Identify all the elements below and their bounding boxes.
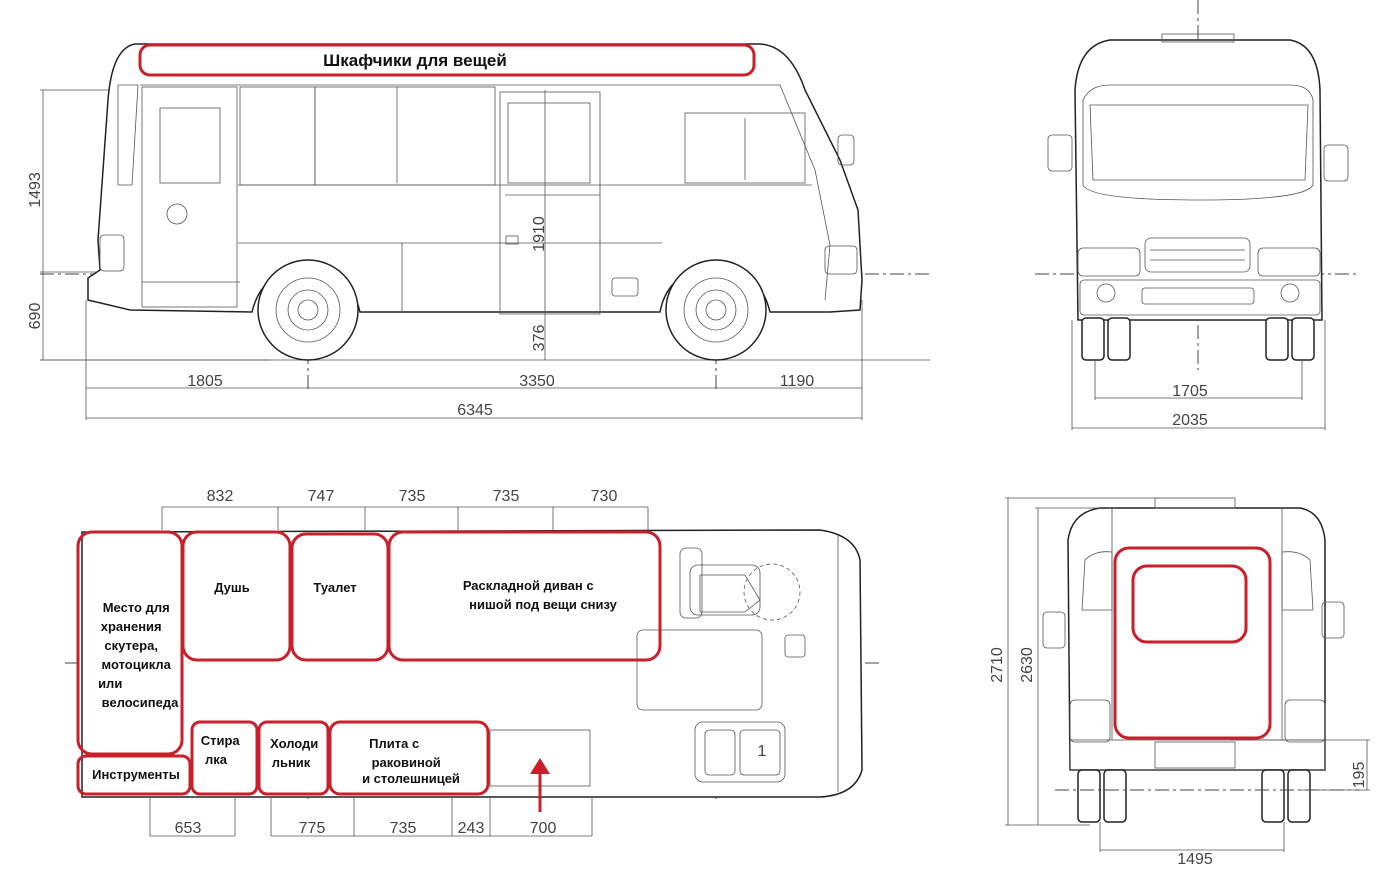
zone-fridge-label: Холоди льник: [270, 736, 322, 770]
dim-height-base: 690: [27, 303, 44, 330]
side-view: Шкафчики для вещей 1493 690 1910 376 180…: [27, 43, 930, 420]
dim-height-body: 1493: [27, 172, 44, 208]
zone-tools: [76, 754, 192, 796]
dim-bottom-4: 243: [458, 820, 485, 837]
dim-rear-overhang: 1190: [780, 373, 815, 390]
dim-top-5: 730: [591, 488, 618, 505]
dim-top-2: 747: [308, 488, 335, 505]
zone-stove-label: Плита с раковиной и столешницей: [362, 736, 460, 786]
zone-shower-label: Душь: [214, 580, 249, 595]
dim-rear-track: 1495: [1177, 851, 1213, 868]
dim-ground-clearance: 376: [531, 325, 548, 352]
dim-rear-bumper: 195: [1351, 762, 1368, 789]
driver-seat: [679, 547, 801, 621]
rear-door-zone: [1113, 546, 1272, 740]
dim-front-overhang: 1805: [187, 373, 223, 390]
rear-window-zone: [1131, 564, 1248, 644]
passenger-seat: 1: [694, 721, 786, 783]
zone-washer: [190, 720, 259, 796]
front-view: 1705 2035: [1035, 0, 1360, 430]
dim-length: 6345: [457, 402, 493, 419]
dim-top-1: 832: [207, 488, 234, 505]
dim-height-total: 1910: [531, 216, 548, 252]
plan-view: 832 747 735 735 730 653 775 735 243 700: [65, 488, 880, 837]
dim-rear-height-body: 2630: [1019, 647, 1036, 683]
dim-top-4: 735: [493, 488, 520, 505]
rear-body-outline: [1067, 507, 1326, 771]
dim-bottom-5: 700: [530, 820, 557, 837]
zone-sofa: [387, 530, 662, 662]
seat-number: 1: [758, 743, 767, 760]
plan-body-outline: [81, 529, 863, 798]
dim-wheelbase: 3350: [519, 373, 555, 390]
zone-stove: [328, 720, 490, 796]
zone-sofa-label: Раскладной диван с нишой под вещи снизу: [463, 578, 618, 612]
zone-storage-label: Место для хранения скутера, мотоцикла ил…: [98, 600, 179, 710]
dim-front-track: 1705: [1172, 383, 1208, 400]
zone-toilet-label: Туалет: [313, 580, 356, 595]
dim-bottom-2: 775: [299, 820, 326, 837]
roof-storage-zone: [138, 43, 756, 77]
rear-view: 2710 2630 195 1495: [989, 497, 1370, 868]
dim-top-3: 735: [399, 488, 426, 505]
dim-bottom-1: 653: [175, 820, 202, 837]
zone-tools-label: Инструменты: [92, 767, 180, 782]
dim-bottom-3: 735: [390, 820, 417, 837]
roof-storage-label: Шкафчики для вещей: [323, 51, 507, 70]
zone-fridge: [257, 720, 330, 796]
dim-front-width: 2035: [1172, 412, 1208, 429]
zone-washer-label: Стира лка: [201, 733, 244, 767]
zone-shower: [181, 530, 292, 662]
dim-rear-height-total: 2710: [989, 647, 1006, 683]
